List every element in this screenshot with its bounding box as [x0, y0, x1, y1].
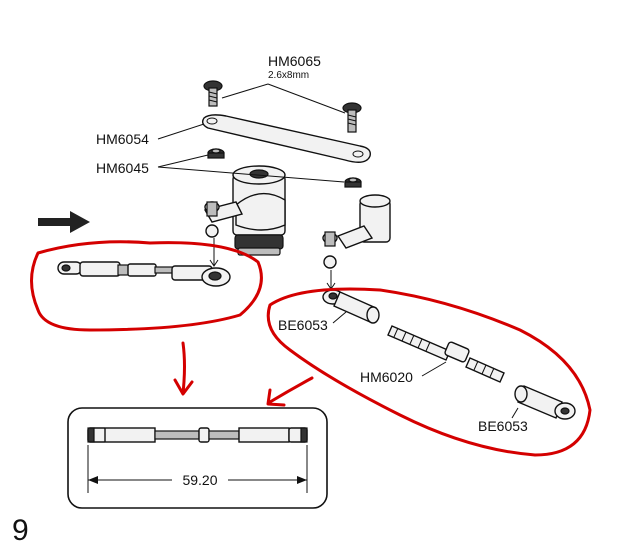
right-bellcrank: [322, 194, 391, 290]
step-number: 9: [12, 514, 29, 543]
label-screw-size: 2.6x8mm: [268, 70, 309, 81]
detail-tie-rod: [87, 427, 308, 443]
dimension-label: 59.20: [182, 472, 217, 488]
red-arrow-diagonal: [266, 376, 314, 407]
detail-box: [67, 407, 328, 509]
turnbuckle-rod: [387, 325, 505, 383]
left-bellcrank: [203, 165, 286, 267]
left-spacer: [207, 148, 225, 159]
left-screw: [203, 80, 223, 107]
label-turnbuckle: HM6020: [360, 369, 413, 385]
red-highlight-right: [266, 287, 592, 457]
right-screw: [342, 102, 362, 133]
label-link-plate: HM6054: [96, 131, 149, 147]
red-highlight-left: [30, 240, 263, 332]
label-spacer: HM6045: [96, 160, 149, 176]
assembled-tie-rod: [57, 261, 231, 287]
right-spacer: [344, 177, 362, 188]
pointer-arrow-icon: [38, 211, 90, 233]
label-screw: HM6065: [268, 53, 321, 69]
label-rod-end-bottom: BE6053: [478, 418, 528, 434]
link-plate: [201, 114, 371, 163]
rod-end-bottom: [514, 385, 576, 420]
red-arrow-down: [173, 341, 194, 396]
rod-end-top: [322, 289, 380, 324]
label-rod-end-top: BE6053: [278, 317, 328, 333]
